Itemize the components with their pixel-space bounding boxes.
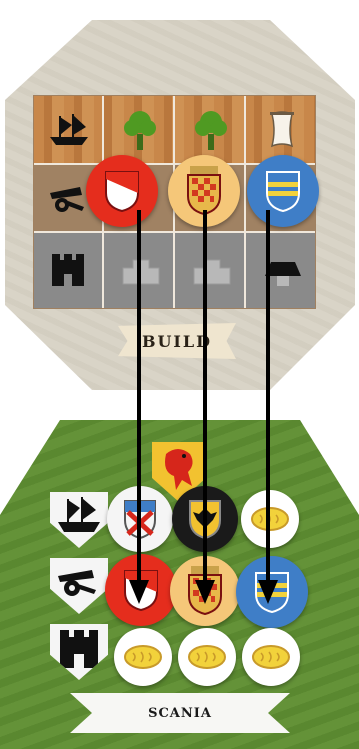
blue-move-arrow: [258, 210, 278, 604]
yellow-move-arrow: [195, 210, 215, 604]
red-move-arrow: [129, 210, 149, 604]
